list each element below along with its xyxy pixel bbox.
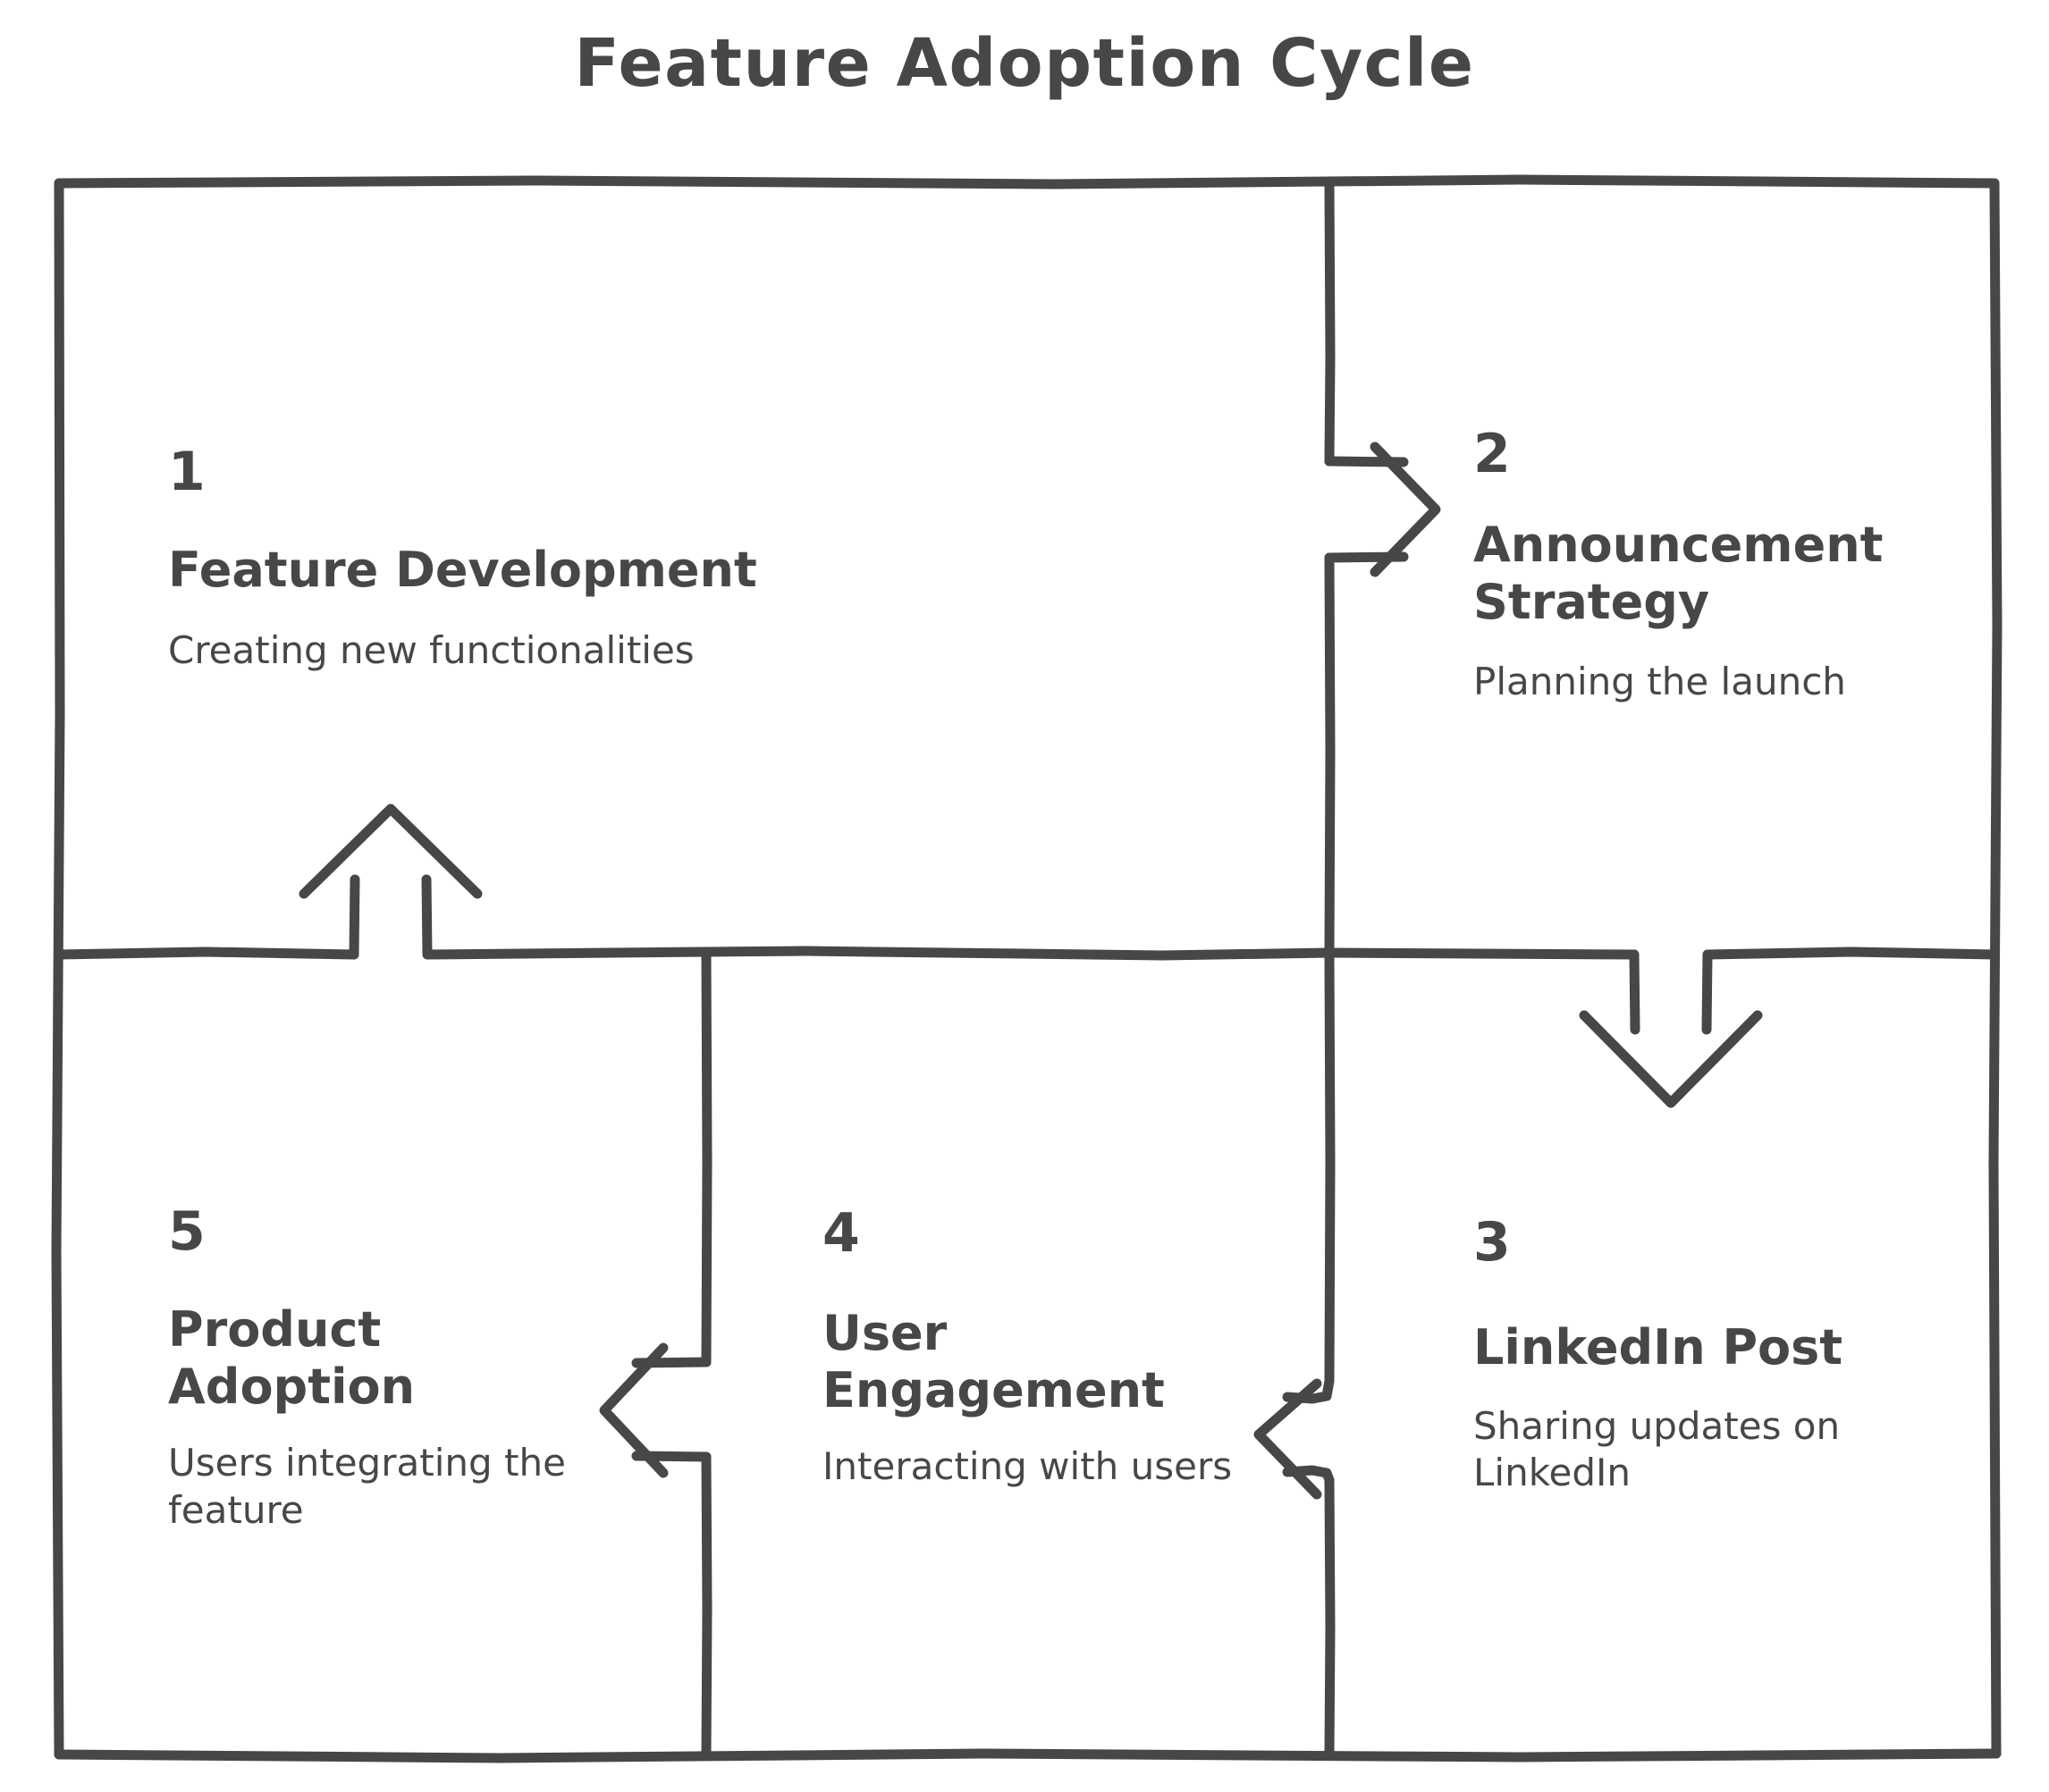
step-description: Planning the launch — [1473, 660, 1846, 704]
border-top — [54, 174, 2000, 189]
step-number: 1 — [168, 441, 206, 503]
step-title: Feature Development — [168, 542, 757, 598]
page-title: Feature Adoption Cycle — [574, 25, 1475, 102]
divider-vertical-bottom-right-lower — [1324, 1475, 1336, 1760]
step-description: Creating new functionalities — [168, 627, 695, 672]
divider-vertical-top-lower — [1324, 552, 1336, 958]
arrow-left-b-leg-bottom — [1282, 1465, 1335, 1485]
arrow-left-b-leg-top — [1282, 1376, 1335, 1404]
divider-vertical-top-upper — [1324, 178, 1336, 467]
step-title: Product Adoption — [168, 1301, 416, 1415]
arrow-right-leg-bottom — [1324, 551, 1409, 563]
quadrant-announcement-strategy[interactable]: 2 Announcement Strategy Planning the lau… — [1473, 427, 1974, 706]
arrow-left-a-leg-top — [631, 1357, 712, 1368]
border-right — [1988, 178, 2003, 1759]
step-number: 2 — [1473, 423, 1511, 485]
arrow-right-leg-top — [1324, 456, 1409, 467]
step-title: Announcement Strategy — [1473, 517, 1884, 630]
quadrant-feature-development[interactable]: 1 Feature Development Creating new funct… — [168, 445, 847, 674]
divider-horizontal-left — [54, 946, 359, 960]
step-number: 4 — [822, 1202, 860, 1265]
quadrant-linkedin-post[interactable]: 3 LinkedIn Post Sharing updates on Linke… — [1473, 1216, 1938, 1497]
step-number: 5 — [168, 1200, 206, 1263]
step-title: User Engagement — [822, 1305, 1165, 1418]
arrow-right-head — [1370, 442, 1441, 577]
divider-vertical-bottom-right-upper — [1324, 949, 1336, 1386]
arrow-left-a-leg-bottom — [631, 1451, 712, 1462]
border-left — [51, 178, 65, 1760]
arrow-up-leg-right — [421, 874, 433, 960]
step-title: LinkedIn Post — [1473, 1319, 1843, 1376]
divider-horizontal-mid — [422, 946, 1640, 961]
step-description: Users integrating the feature — [168, 1441, 566, 1532]
arrow-down-leg-right — [1701, 949, 1713, 1035]
arrow-up-leg-left — [349, 874, 360, 960]
border-bottom — [54, 1748, 2002, 1763]
step-number: 3 — [1473, 1211, 1511, 1274]
arrow-down-head — [1579, 1010, 1763, 1108]
quadrant-user-engagement[interactable]: 4 User Engagement Interacting with users — [822, 1207, 1287, 1491]
divider-vertical-bottom-left-lower — [701, 1451, 713, 1760]
divider-horizontal-right — [1702, 946, 2000, 960]
arrow-up-head — [299, 803, 483, 899]
step-description: Interacting with users — [822, 1444, 1233, 1489]
step-description: Sharing updates on LinkedIn — [1473, 1403, 1841, 1495]
divider-vertical-bottom-left-upper — [701, 949, 713, 1367]
arrow-down-leg-left — [1629, 949, 1640, 1035]
quadrant-product-adoption[interactable]: 5 Product Adoption Users integrating the… — [168, 1205, 633, 1534]
